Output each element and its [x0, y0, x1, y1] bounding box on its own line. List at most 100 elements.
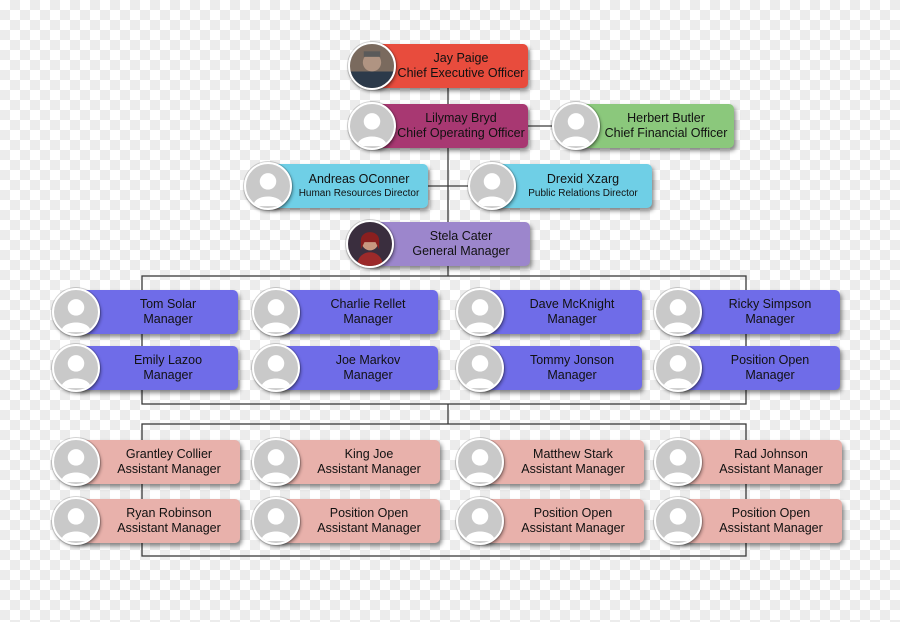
person-icon [52, 497, 100, 545]
manager-name: Joe Markov [335, 353, 401, 367]
node-pr-box: Drexid Xzarg Public Relations Director [492, 164, 652, 208]
assistant-manager-name: Rad Johnson [734, 447, 808, 461]
assistant-manager-title: Assistant Manager [117, 462, 221, 476]
node-hr-box: Andreas OConner Human Resources Director [268, 164, 428, 208]
assistant-manager-title: Assistant Manager [719, 521, 823, 535]
person-icon [252, 438, 300, 486]
assistant-manager-name: Position Open [533, 506, 613, 520]
node-coo-title: Chief Operating Officer [397, 126, 525, 140]
assistant-manager-name: Grantley Collier [125, 447, 213, 461]
node-coo-name: Lilymay Bryd [425, 111, 497, 125]
manager-name: Tom Solar [139, 297, 197, 311]
node-hr-title: Human Resources Director [298, 188, 420, 199]
person-icon [552, 102, 600, 150]
photo-icon [348, 42, 396, 90]
manager-name: Ricky Simpson [728, 297, 812, 311]
node-coo-box: Lilymay Bryd Chief Operating Officer [372, 104, 528, 148]
assistant-manager-title: Assistant Manager [521, 521, 625, 535]
manager-name: Charlie Rellet [330, 297, 406, 311]
node-gm-name: Stela Cater [429, 229, 493, 243]
manager-name: Tommy Jonson [529, 353, 615, 367]
assistant-manager-title: Assistant Manager [317, 462, 421, 476]
node-ceo[interactable]: Jay Paige Chief Executive Officer [348, 42, 528, 90]
node-pr-name: Drexid Xzarg [546, 172, 620, 186]
node-ceo-name: Jay Paige [433, 51, 489, 65]
manager-name: Emily Lazoo [133, 353, 203, 367]
person-icon [52, 288, 100, 336]
assistant-manager-title: Assistant Manager [317, 521, 421, 535]
person-icon [654, 497, 702, 545]
manager-name: Position Open [730, 353, 810, 367]
manager-title: Manager [547, 312, 597, 326]
person-icon [456, 288, 504, 336]
assistant-manager-name: Ryan Robinson [126, 506, 212, 520]
person-icon [456, 344, 504, 392]
node-cfo-name: Herbert Butler [627, 111, 705, 125]
node-pr-title: Public Relations Director [528, 188, 638, 199]
node-cfo-box: Herbert Butler Chief Financial Officer [576, 104, 734, 148]
assistant-manager-name: Matthew Stark [533, 447, 613, 461]
assistant-manager-name: King Joe [344, 447, 394, 461]
person-icon [654, 438, 702, 486]
node-hr-name: Andreas OConner [308, 172, 410, 186]
node-ceo-box: Jay Paige Chief Executive Officer [372, 44, 528, 88]
assistant-manager-name: Position Open [731, 506, 811, 520]
node-general-manager[interactable]: Stela Cater General Manager [346, 220, 530, 268]
person-icon [456, 497, 504, 545]
assistant-manager-title: Assistant Manager [719, 462, 823, 476]
person-icon [456, 438, 504, 486]
node-coo[interactable]: Lilymay Bryd Chief Operating Officer [348, 102, 528, 150]
manager-title: Manager [745, 368, 795, 382]
assistant-manager-title: Assistant Manager [117, 521, 221, 535]
person-icon [468, 162, 516, 210]
person-icon [244, 162, 292, 210]
node-hr-director[interactable]: Andreas OConner Human Resources Director [244, 162, 428, 210]
node-gm-title: General Manager [412, 244, 510, 258]
node-cfo-title: Chief Financial Officer [604, 126, 728, 140]
node-cfo[interactable]: Herbert Butler Chief Financial Officer [552, 102, 734, 150]
person-icon [654, 288, 702, 336]
manager-title: Manager [343, 368, 393, 382]
node-ceo-title: Chief Executive Officer [397, 66, 525, 80]
manager-title: Manager [343, 312, 393, 326]
photo-icon [346, 220, 394, 268]
manager-title: Manager [547, 368, 597, 382]
node-pr-director[interactable]: Drexid Xzarg Public Relations Director [468, 162, 652, 210]
manager-title: Manager [745, 312, 795, 326]
node-gm-box: Stela Cater General Manager [370, 222, 530, 266]
manager-name: Dave McKnight [529, 297, 615, 311]
